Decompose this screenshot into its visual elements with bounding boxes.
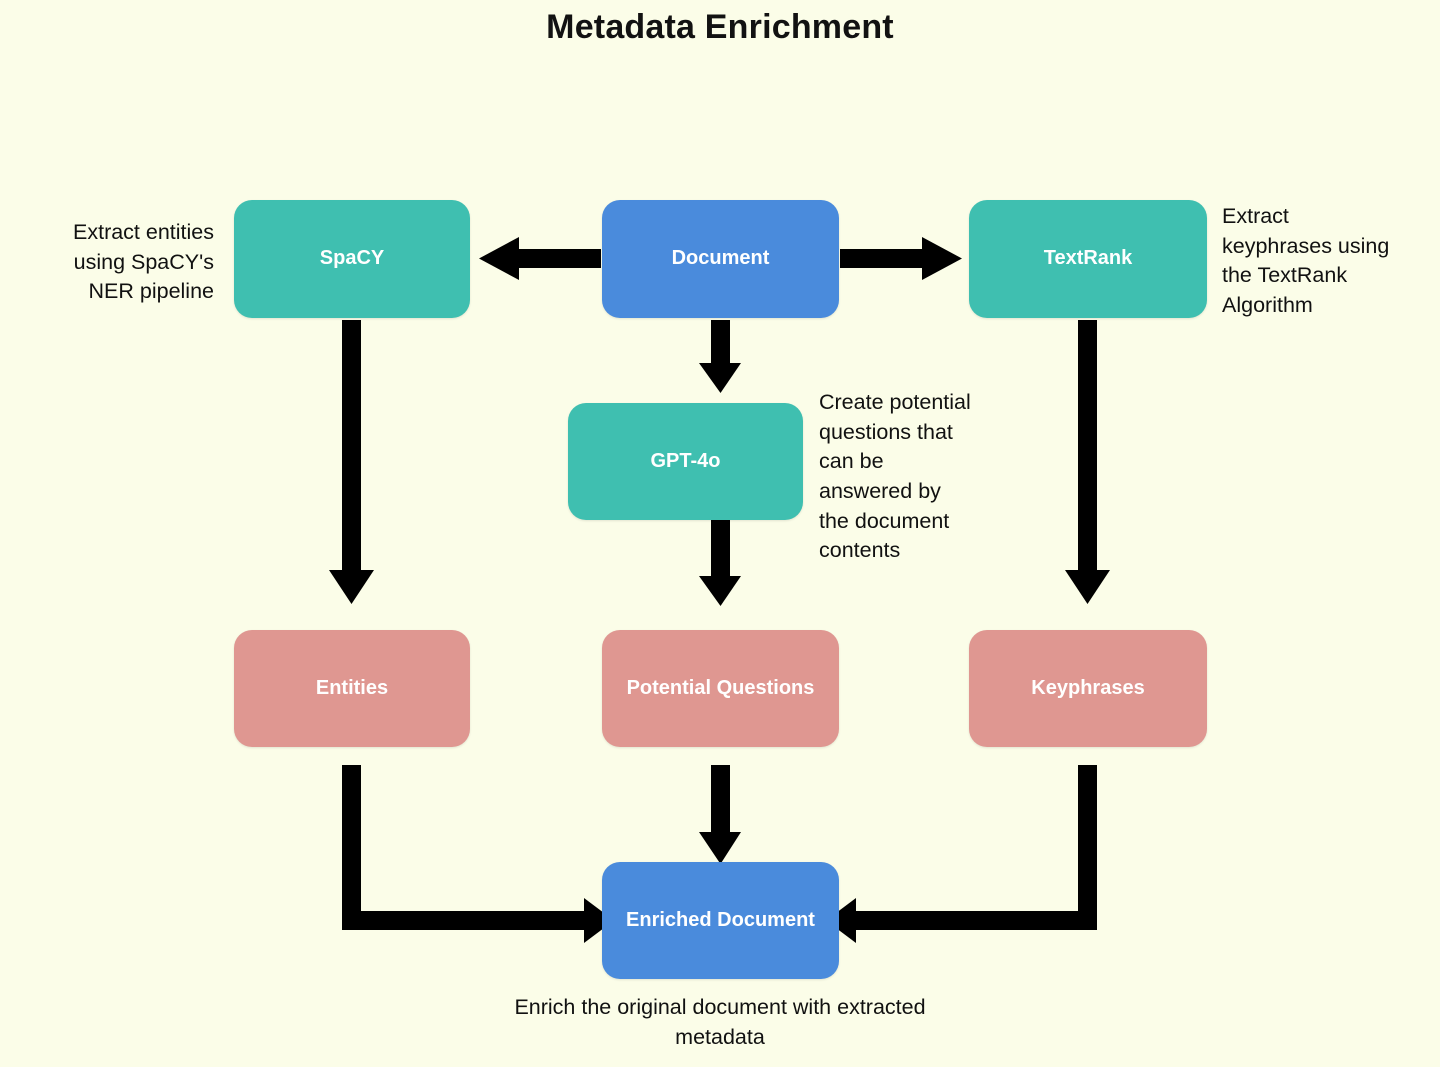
edge-document-to-gpt4o: [699, 320, 741, 393]
node-potential-questions-label: Potential Questions: [626, 676, 815, 699]
edge-spacy-to-entities: [329, 320, 374, 604]
node-keyphrases-label: Keyphrases: [1031, 676, 1145, 699]
edge-document-to-textrank: [840, 237, 962, 280]
node-gpt4o[interactable]: GPT-4o: [568, 403, 803, 520]
node-enriched-document[interactable]: Enriched Document: [602, 862, 839, 979]
node-textrank[interactable]: TextRank: [969, 200, 1207, 318]
node-spacy[interactable]: SpaCY: [234, 200, 470, 318]
annotation-spacy: Extract entities using SpaCY's NER pipel…: [73, 220, 214, 304]
node-potential-questions[interactable]: Potential Questions: [602, 630, 839, 747]
node-textrank-label: TextRank: [1043, 247, 1133, 270]
node-entities-label: Entities: [315, 676, 389, 699]
page-title: Metadata Enrichment: [546, 8, 894, 46]
edge-keyphrases-to-enriched: [826, 765, 1097, 943]
node-gpt4o-label: GPT-4o: [650, 449, 721, 472]
node-entities[interactable]: Entities: [234, 630, 470, 747]
annotation-textrank: Extract keyphrases using the TextRank Al…: [1222, 204, 1390, 317]
edge-entities-to-enriched: [342, 765, 614, 943]
edge-textrank-to-keyphrases: [1065, 320, 1110, 604]
annotation-enriched-document: Enrich the original document with extrac…: [514, 995, 926, 1049]
node-spacy-label: SpaCY: [319, 247, 385, 270]
edge-gpt4o-to-questions: [699, 520, 741, 606]
node-keyphrases[interactable]: Keyphrases: [969, 630, 1207, 747]
node-enriched-document-label: Enriched Document: [626, 908, 815, 931]
annotation-gpt4o: Create potential questions that can be a…: [819, 390, 971, 563]
node-document[interactable]: Document: [602, 200, 839, 318]
edge-document-to-spacy: [479, 237, 601, 280]
node-document-label: Document: [671, 247, 770, 270]
edge-questions-to-enriched: [699, 765, 741, 864]
